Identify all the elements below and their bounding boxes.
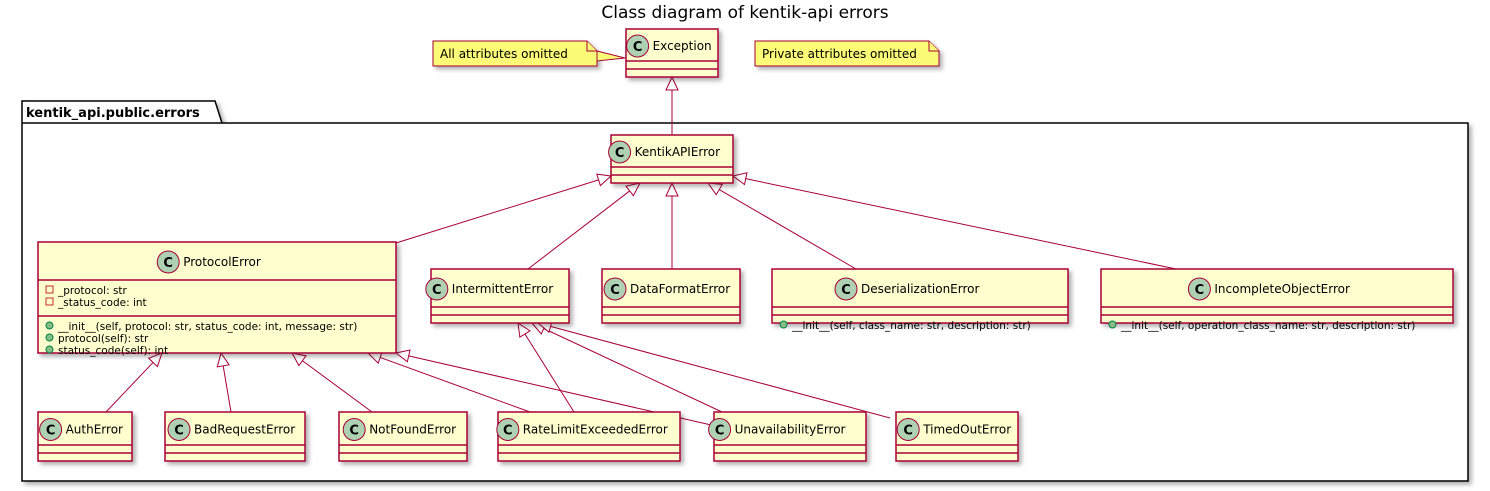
class-name: AuthError [66,423,123,437]
private-visibility-icon [45,297,54,306]
method-text: __init__(self, class_name: str, descript… [791,320,1031,332]
class-ProtocolError[interactable]: ProtocolError C _protocol: str_status_code… [37,241,397,357]
class-stereotype-letter: C [615,146,625,161]
method-item: status_code(self): int [45,345,168,357]
class-stereotype-icon: C [425,277,449,301]
public-visibility-icon [1108,320,1117,329]
class-stereotype-icon: C [342,418,366,441]
class-stereotype-letter: C [841,283,851,298]
attribute-item: _status_code: int [45,297,147,309]
public-visibility-icon [45,345,54,354]
package-name: kentik_api.public.errors [26,106,200,121]
inheritance-NotFoundError-to-ProtocolError [291,352,373,413]
public-visibility-icon [45,321,54,330]
class-BadRequestError[interactable]: BadRequestError C [164,411,306,462]
inheritance-ProtocolError-to-KentikAPIError [395,173,613,244]
class-UnavailabilityError[interactable]: UnavailabilityError C [708,411,867,462]
class-stereotype-letter: C [503,424,513,439]
class-TimedOutError[interactable]: TimedOutError C [895,411,1019,462]
method-item: __init__(self, class_name: str, descript… [779,320,1031,332]
class-KentikAPIError[interactable]: KentikAPIError C [608,134,734,184]
inheritance-DataFormatError-to-KentikAPIError [665,181,679,269]
class-stereotype-icon: C [156,250,180,274]
inheritance-edges [105,75,1177,428]
method-text: protocol(self): str [58,333,149,345]
class-name: Exception [653,39,712,53]
public-visibility-icon [779,320,788,329]
class-name: NotFoundError [369,423,456,437]
class-name: KentikAPIError [635,145,721,159]
package-frame: kentik_api.public.errors [21,100,1469,482]
class-stereotype-letter: C [715,424,725,439]
note-all-attributes: All attributes omitted [432,40,626,67]
class-name: IntermittentError [452,282,553,296]
class-stereotype-icon: C [603,277,627,301]
class-stereotype-icon: C [834,277,858,301]
method-item: __init__(self, operation_class_name: str… [1108,320,1415,332]
class-stereotype-letter: C [46,424,56,439]
class-stereotype-icon: C [708,418,732,441]
class-name: UnavailabilityError [735,423,846,437]
classes: ExceptionCKentikAPIErrorCProtocolErrorC_… [37,28,1454,462]
class-AuthError[interactable]: AuthError C [37,411,133,462]
class-stereotype-letter: C [432,283,442,298]
inheritance-IntermittentError-to-KentikAPIError [527,182,641,270]
inheritance-KentikAPIError-to-Exception [665,75,679,135]
inheritance-RateLimitExceededError-to-IntermittentError [517,321,575,413]
class-Exception[interactable]: Exception C [625,28,719,78]
inheritance-AuthError-to-ProtocolError [105,352,163,413]
class-RateLimitExceededError[interactable]: RateLimitExceededError C [496,411,681,462]
class-name: DataFormatError [630,282,730,296]
class-NotFoundError[interactable]: NotFoundError C [338,411,468,462]
note-all-attributes-text: All attributes omitted [440,47,568,61]
class-IntermittentError[interactable]: IntermittentError C [425,268,570,324]
class-name: TimedOutError [922,423,1011,437]
class-IncompleteObjectError[interactable]: IncompleteObjectError C __init__(self, ope… [1100,268,1454,332]
private-visibility-icon [45,285,54,294]
class-DeserializationError[interactable]: DeserializationError C __init__(self, clas… [771,268,1069,332]
class-stereotype-icon: C [608,140,632,164]
inheritance-BadRequestError-to-ProtocolError [216,351,232,413]
class-stereotype-icon: C [1187,277,1211,301]
class-name: BadRequestError [194,423,295,437]
class-stereotype-letter: C [174,424,184,439]
note-private-attributes-text: Private attributes omitted [762,47,917,61]
class-stereotype-letter: C [349,424,359,439]
attribute-text: _protocol: str [57,285,128,297]
method-item: __init__(self, protocol: str, status_cod… [45,321,357,333]
note-private-attributes: Private attributes omitted [754,40,940,67]
class-stereotype-letter: C [903,424,913,439]
class-name: DeserializationError [861,282,980,296]
method-item: protocol(self): str [45,333,149,345]
attribute-item: _protocol: str [45,285,128,297]
class-stereotype-icon: C [626,34,650,58]
class-name: IncompleteObjectError [1214,282,1350,296]
class-stereotype-letter: C [1195,283,1205,298]
inheritance-IncompleteObjectError-to-KentikAPIError [731,172,1177,270]
class-stereotype-icon: C [167,418,191,441]
class-stereotype-icon: C [39,418,63,441]
method-text: status_code(self): int [58,345,168,357]
method-text: __init__(self, protocol: str, status_cod… [57,321,357,333]
diagram-title: Class diagram of kentik-api errors [601,3,888,23]
class-stereotype-letter: C [633,40,643,55]
class-stereotype-letter: C [610,283,620,298]
class-name: ProtocolError [183,255,261,269]
class-stereotype-icon: C [496,418,520,441]
class-stereotype-icon: C [896,418,920,441]
class-stereotype-letter: C [163,256,173,271]
class-name: RateLimitExceededError [523,423,668,437]
method-text: __init__(self, operation_class_name: str… [1120,320,1415,332]
class-DataFormatError[interactable]: DataFormatError C [601,268,741,324]
public-visibility-icon [45,333,54,342]
attribute-text: _status_code: int [57,297,147,309]
